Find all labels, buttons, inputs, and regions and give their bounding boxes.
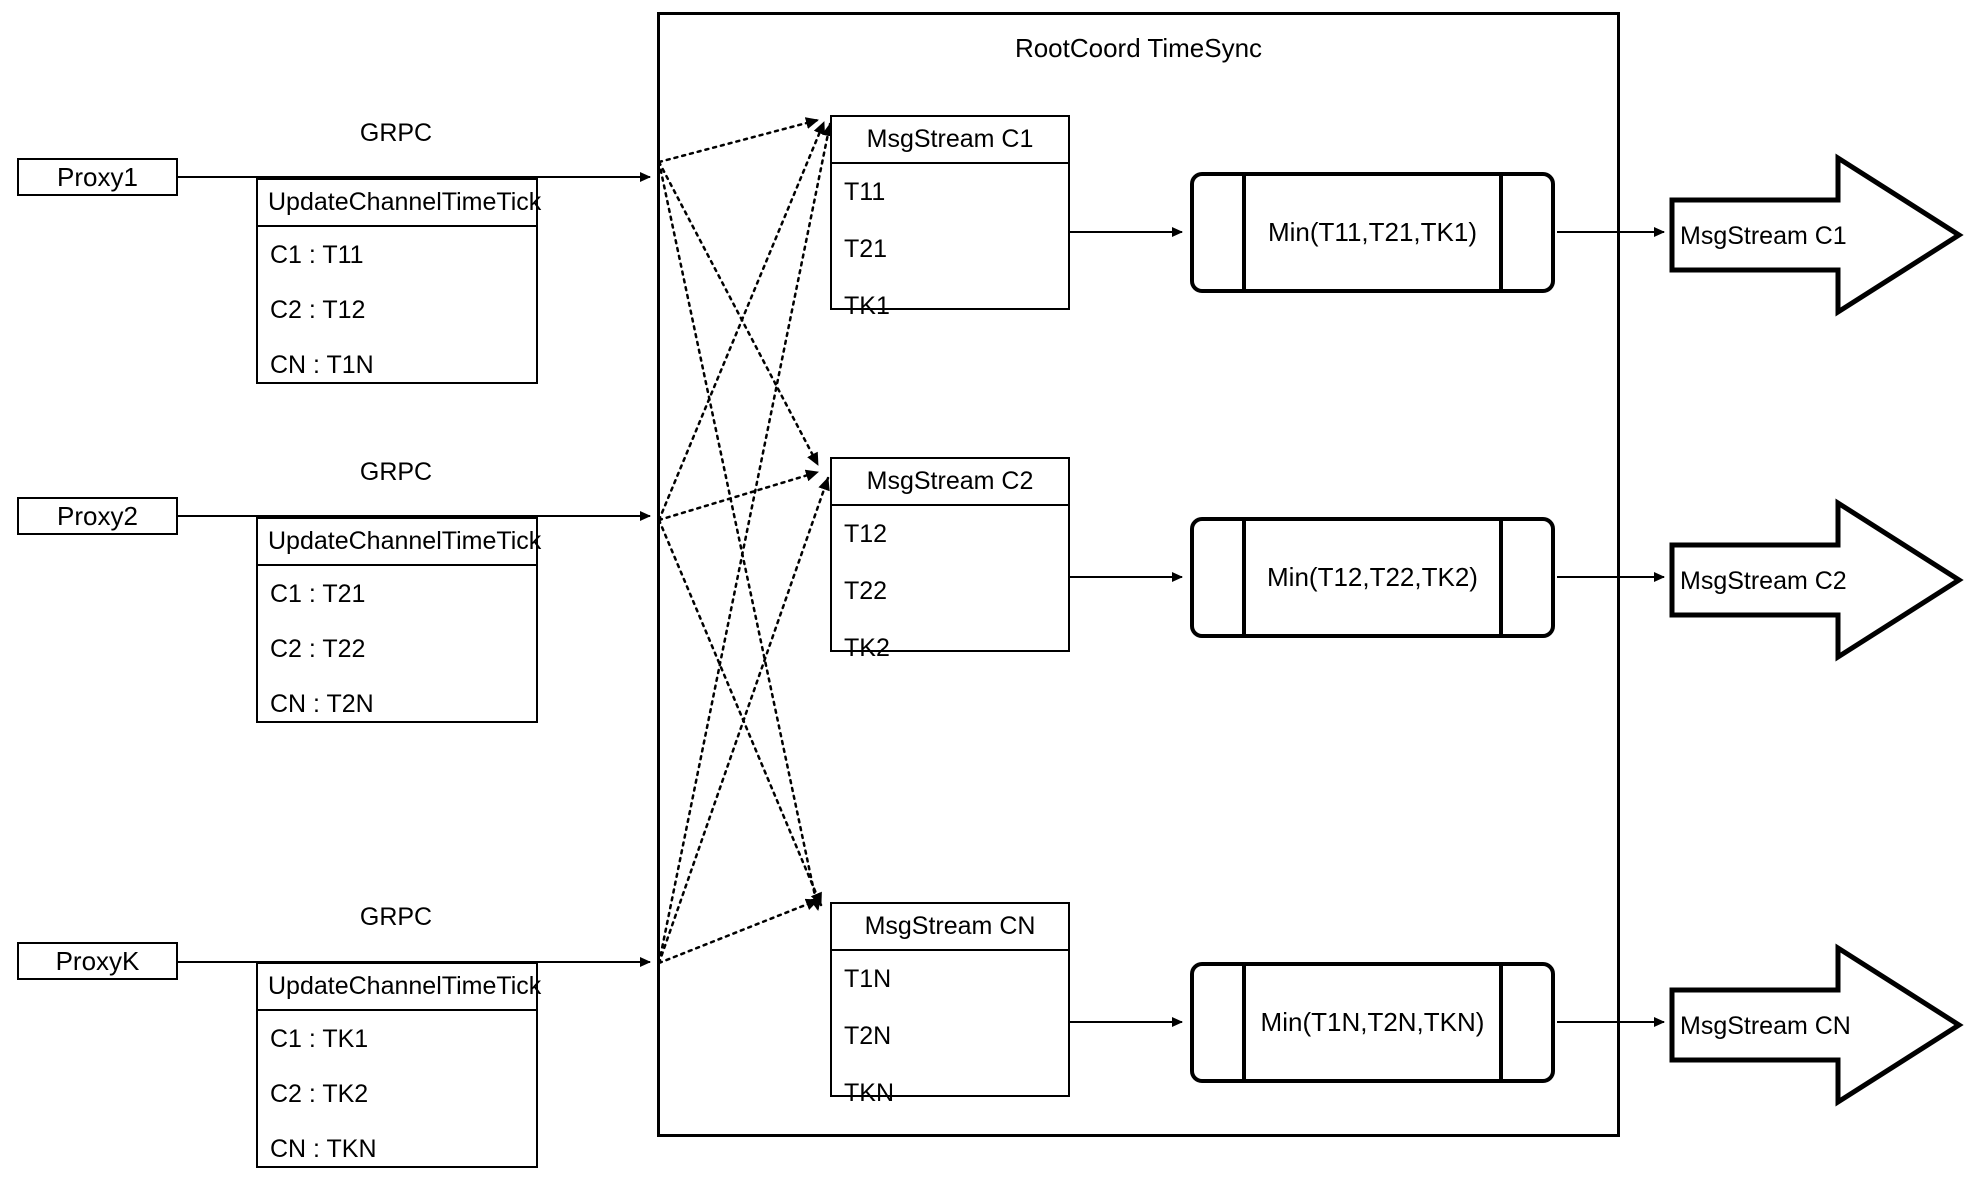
uct-body-3: C1 : TK1 C2 : TK2 CN : TKN (258, 1011, 536, 1183)
msgstream-box-1: MsgStream C1 T11 T21 TK1 (830, 115, 1070, 320)
grpc-label-3: GRPC (359, 903, 433, 931)
min-divider-left (1242, 172, 1246, 293)
uct-header-1: UpdateChannelTimeTick (258, 180, 541, 227)
min-box-3: Min(T1N,T2N,TKN) (1190, 962, 1555, 1083)
msgstream-header-3: MsgStream CN (832, 904, 1068, 951)
proxy-label-3: ProxyK (55, 945, 140, 976)
min-divider-left (1242, 517, 1246, 638)
uct-body-2: C1 : T21 C2 : T22 CN : T2N (258, 566, 536, 755)
proxy-box-3[interactable]: ProxyK (17, 942, 178, 980)
proxy-box-1[interactable]: Proxy1 (17, 158, 178, 196)
min-divider-right (1499, 962, 1503, 1083)
msgstream-body-3: T1N T2N TKN (832, 951, 1068, 1146)
msgstream-row: T21 (844, 235, 888, 263)
min-label-2: Min(T12,T22,TK2) (1267, 562, 1478, 592)
msgstream-row: T1N (844, 965, 892, 993)
msgstream-row: T2N (844, 1022, 892, 1050)
uct-row: C1 : TK1 (270, 1025, 369, 1053)
grpc-label-2: GRPC (359, 458, 433, 486)
min-divider-right (1499, 517, 1503, 638)
uct-body-1: C1 : T11 C2 : T12 CN : T1N (258, 227, 536, 416)
proxy-box-2[interactable]: Proxy2 (17, 497, 178, 535)
update-channel-timetick-box-2: UpdateChannelTimeTick C1 : T21 C2 : T22 … (256, 517, 541, 723)
msgstream-row: T22 (844, 577, 888, 605)
uct-row: CN : TKN (270, 1135, 377, 1163)
msgstream-header-2: MsgStream C2 (832, 459, 1068, 506)
update-channel-timetick-box-1: UpdateChannelTimeTick C1 : T11 C2 : T12 … (256, 178, 541, 384)
uct-row: C2 : T12 (270, 296, 366, 324)
min-label-1: Min(T11,T21,TK1) (1267, 217, 1477, 247)
uct-row: CN : T1N (270, 351, 374, 379)
msgstream-row: T11 (844, 178, 886, 206)
min-label-3: Min(T1N,T2N,TKN) (1260, 1007, 1485, 1037)
msgstream-row: TK1 (844, 292, 890, 320)
msgstream-body-1: T11 T21 TK1 (832, 164, 1068, 359)
update-channel-timetick-box-3: UpdateChannelTimeTick C1 : TK1 C2 : TK2 … (256, 962, 541, 1168)
min-divider-right (1499, 172, 1503, 293)
rootcoord-timesync-container (657, 12, 1620, 1137)
proxy-label-1: Proxy1 (57, 161, 138, 192)
min-divider-left (1242, 962, 1246, 1083)
proxy-label-2: Proxy2 (57, 500, 138, 531)
uct-row: C1 : T11 (270, 241, 364, 269)
min-box-2: Min(T12,T22,TK2) (1190, 517, 1555, 638)
msgstream-header-1: MsgStream C1 (832, 117, 1068, 164)
min-box-1: Min(T11,T21,TK1) (1190, 172, 1555, 293)
msgstream-body-2: T12 T22 TK2 (832, 506, 1068, 701)
uct-header-3: UpdateChannelTimeTick (258, 964, 541, 1011)
msgstream-row: TKN (844, 1079, 894, 1107)
msgstream-box-3: MsgStream CN T1N T2N TKN (830, 902, 1070, 1107)
uct-row: C2 : TK2 (270, 1080, 369, 1108)
uct-row: C2 : T22 (270, 635, 366, 663)
rootcoord-title: RootCoord TimeSync (1014, 33, 1263, 63)
msgstream-row: T12 (844, 520, 888, 548)
msgstream-row: TK2 (844, 634, 890, 662)
output-label-3: MsgStream CN (1680, 1012, 1851, 1040)
uct-header-2: UpdateChannelTimeTick (258, 519, 541, 566)
uct-row: C1 : T21 (270, 580, 366, 608)
output-label-2: MsgStream C2 (1680, 567, 1847, 595)
output-label-1: MsgStream C1 (1680, 222, 1847, 250)
msgstream-box-2: MsgStream C2 T12 T22 TK2 (830, 457, 1070, 662)
grpc-label-1: GRPC (359, 119, 433, 147)
uct-row: CN : T2N (270, 690, 374, 718)
